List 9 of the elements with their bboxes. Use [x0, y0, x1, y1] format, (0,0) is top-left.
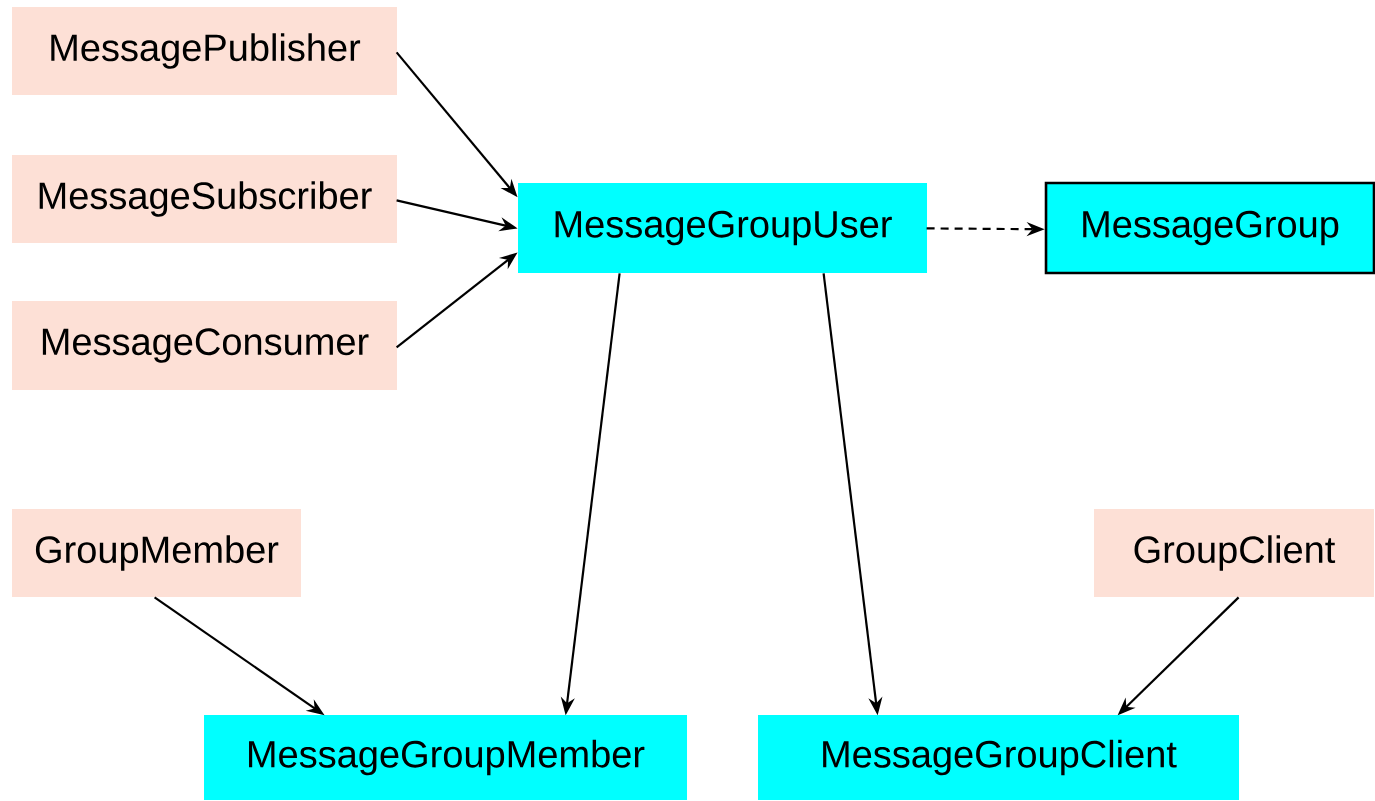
class-box: MessageGroupUser: [518, 183, 927, 273]
class-box: GroupClient: [1094, 509, 1374, 597]
class-box: MessageGroupClient: [758, 715, 1239, 800]
class-box: MessagePublisher: [12, 7, 397, 95]
class-box: MessageConsumer: [12, 301, 397, 390]
class-box: MessageSubscriber: [12, 155, 397, 243]
class-box: MessageGroupMember: [204, 715, 687, 800]
class-box: GroupMember: [12, 509, 301, 597]
class-box: MessageGroup: [1044, 181, 1375, 275]
